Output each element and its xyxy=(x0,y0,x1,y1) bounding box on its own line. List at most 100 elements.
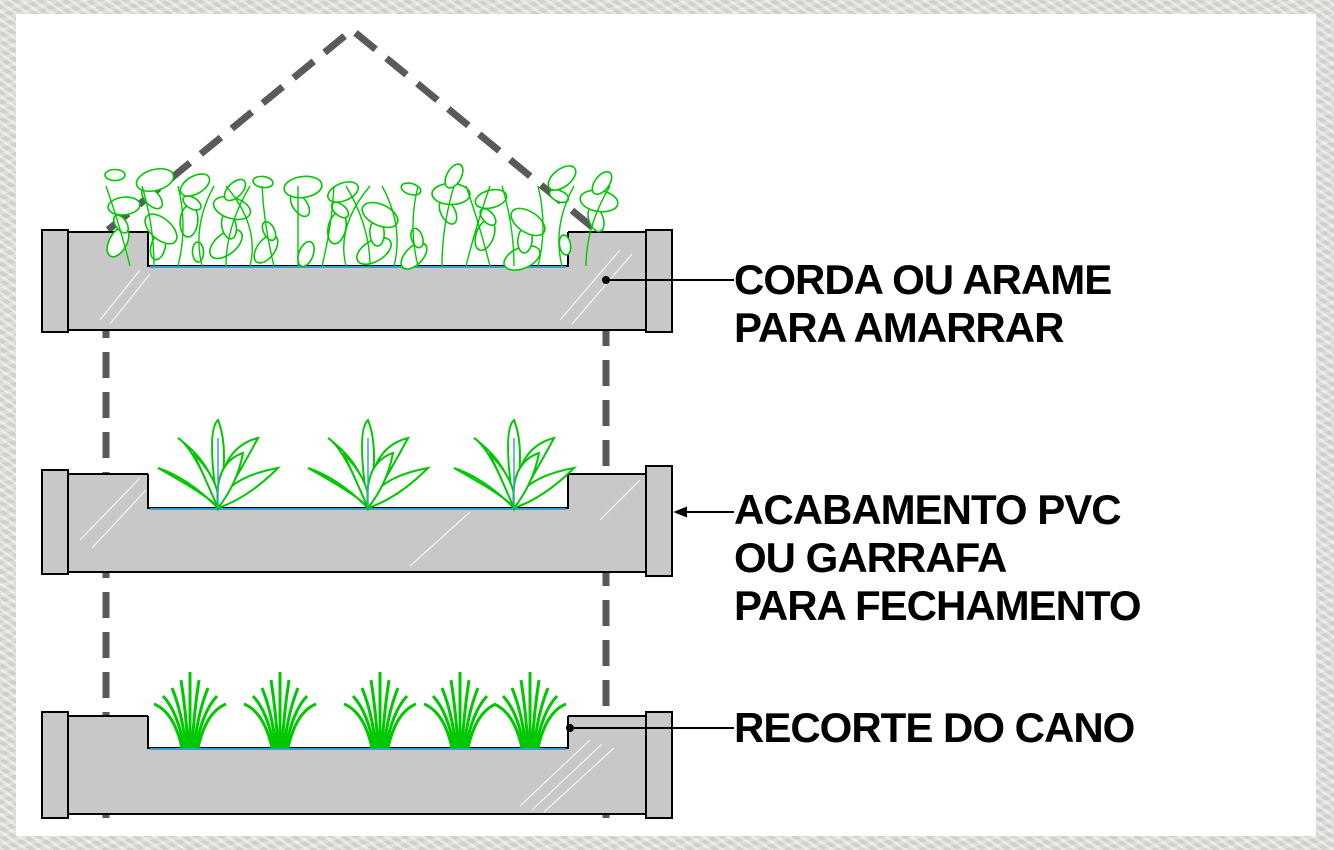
foliage-leaf xyxy=(107,196,141,216)
grass-blade xyxy=(153,702,184,749)
foliage-leaf xyxy=(327,181,359,203)
rope-peak xyxy=(105,25,611,243)
grass-blade xyxy=(351,694,376,749)
grass-blade xyxy=(431,694,456,749)
foliage-leaf xyxy=(591,170,613,196)
foliage-leaf xyxy=(179,173,211,197)
pipe-bottom-right-cap xyxy=(645,711,673,819)
foliage-stem xyxy=(537,185,544,267)
grass-blade xyxy=(369,679,380,749)
broadleaf xyxy=(157,467,219,509)
foliage-stem xyxy=(465,185,491,267)
plants-bottom xyxy=(153,672,567,749)
foliage-leaf xyxy=(182,195,202,211)
foliage-stem xyxy=(381,185,398,267)
foliage-leaf xyxy=(547,165,577,191)
grass-blade xyxy=(360,687,378,749)
foliage-leaf xyxy=(510,207,546,237)
grass-blade xyxy=(269,679,280,749)
pipe-bottom xyxy=(41,711,673,819)
grass-blade xyxy=(466,702,497,749)
foliage-stem xyxy=(501,185,515,267)
grass-blade xyxy=(440,687,458,749)
grass-blade xyxy=(386,702,417,749)
grass-blade xyxy=(284,694,309,749)
foliage-stem xyxy=(177,185,184,267)
grass-blade xyxy=(382,687,400,749)
foliage-stem xyxy=(465,185,491,267)
grass-blade xyxy=(192,687,210,749)
foliage-leaf xyxy=(144,213,178,245)
label-end-cap-line-2: OU GARRAFA xyxy=(734,534,1007,581)
leader-lines xyxy=(566,276,734,732)
label-cutout-line-1: RECORTE DO CANO xyxy=(734,704,1135,751)
foliage-stem xyxy=(225,185,251,267)
grass-blade xyxy=(161,694,186,749)
foliage-leaf xyxy=(283,175,323,199)
foliage-stem xyxy=(345,185,371,267)
foliage-leaf xyxy=(444,163,464,189)
grass-blade xyxy=(343,702,374,749)
pipe-bottom-cutout xyxy=(148,712,568,748)
label-end-cap: ACABAMENTO PVC OU GARRAFA PARA FECHAMENT… xyxy=(734,486,1142,630)
grass-blade xyxy=(196,702,227,749)
grass-blade xyxy=(286,702,317,749)
foliage-leaf xyxy=(356,236,392,266)
pipe-bottom-left-cap xyxy=(41,711,69,819)
foliage-stem xyxy=(141,185,155,267)
foliage-leaf xyxy=(400,242,428,270)
foliage-leaf xyxy=(548,188,570,204)
grass-blade xyxy=(536,702,567,749)
grass-blade xyxy=(260,687,278,749)
pipe-top-left-cap xyxy=(41,229,69,333)
grass-blade xyxy=(530,679,541,749)
plants-top xyxy=(104,163,619,271)
grass-blade xyxy=(380,679,391,749)
grass-blade xyxy=(464,694,489,749)
grass-blade xyxy=(460,679,471,749)
foliage-stem xyxy=(585,185,611,267)
foliage-stem xyxy=(225,185,253,267)
grass-blade xyxy=(280,679,291,749)
grass-blade xyxy=(384,694,409,749)
foliage-leaf xyxy=(223,178,247,202)
grass-blade xyxy=(493,702,524,749)
grass-blade xyxy=(190,679,201,749)
grass-blade xyxy=(243,702,274,749)
label-rope: CORDA OU ARAME PARA AMARRAR xyxy=(734,256,1112,352)
grass-blade xyxy=(510,687,528,749)
grass-blade xyxy=(532,687,550,749)
grass-blade xyxy=(519,679,530,749)
plants-middle xyxy=(157,418,577,512)
foliage-leaf xyxy=(479,207,497,227)
pipe-middle-right-cap xyxy=(645,465,673,577)
foliage-leaf xyxy=(104,168,126,182)
foliage-leaf xyxy=(297,240,315,268)
foliage-stem xyxy=(261,185,275,267)
foliage-stem xyxy=(321,185,335,267)
grass-blade xyxy=(423,702,454,749)
foliage-stem xyxy=(558,185,575,267)
foliage-stem xyxy=(343,185,371,267)
foliage-stem xyxy=(198,185,215,267)
foliage-stem xyxy=(105,185,131,267)
broadleaf xyxy=(307,467,369,509)
drawing-sheet xyxy=(16,14,1316,836)
label-rope-line-1: CORDA OU ARAME xyxy=(734,256,1112,303)
foliage-leaf xyxy=(361,201,399,229)
label-end-cap-line-1: ACABAMENTO PVC xyxy=(734,486,1122,533)
foliage-leaf xyxy=(191,241,205,263)
grass-blade xyxy=(449,679,460,749)
grass-blade xyxy=(179,679,190,749)
grass-blade xyxy=(534,694,559,749)
foliage-leaf xyxy=(135,167,175,193)
grass-blade xyxy=(282,687,300,749)
label-end-cap-line-3: PARA FECHAMENTO xyxy=(734,582,1142,629)
foliage-stem xyxy=(412,185,419,267)
foliage-leaf xyxy=(400,182,422,196)
foliage-leaf xyxy=(252,175,274,189)
pipe-middle-left-cap xyxy=(41,469,69,575)
label-rope-line-2: PARA AMARRAR xyxy=(734,304,1064,351)
grass-blade xyxy=(170,687,188,749)
